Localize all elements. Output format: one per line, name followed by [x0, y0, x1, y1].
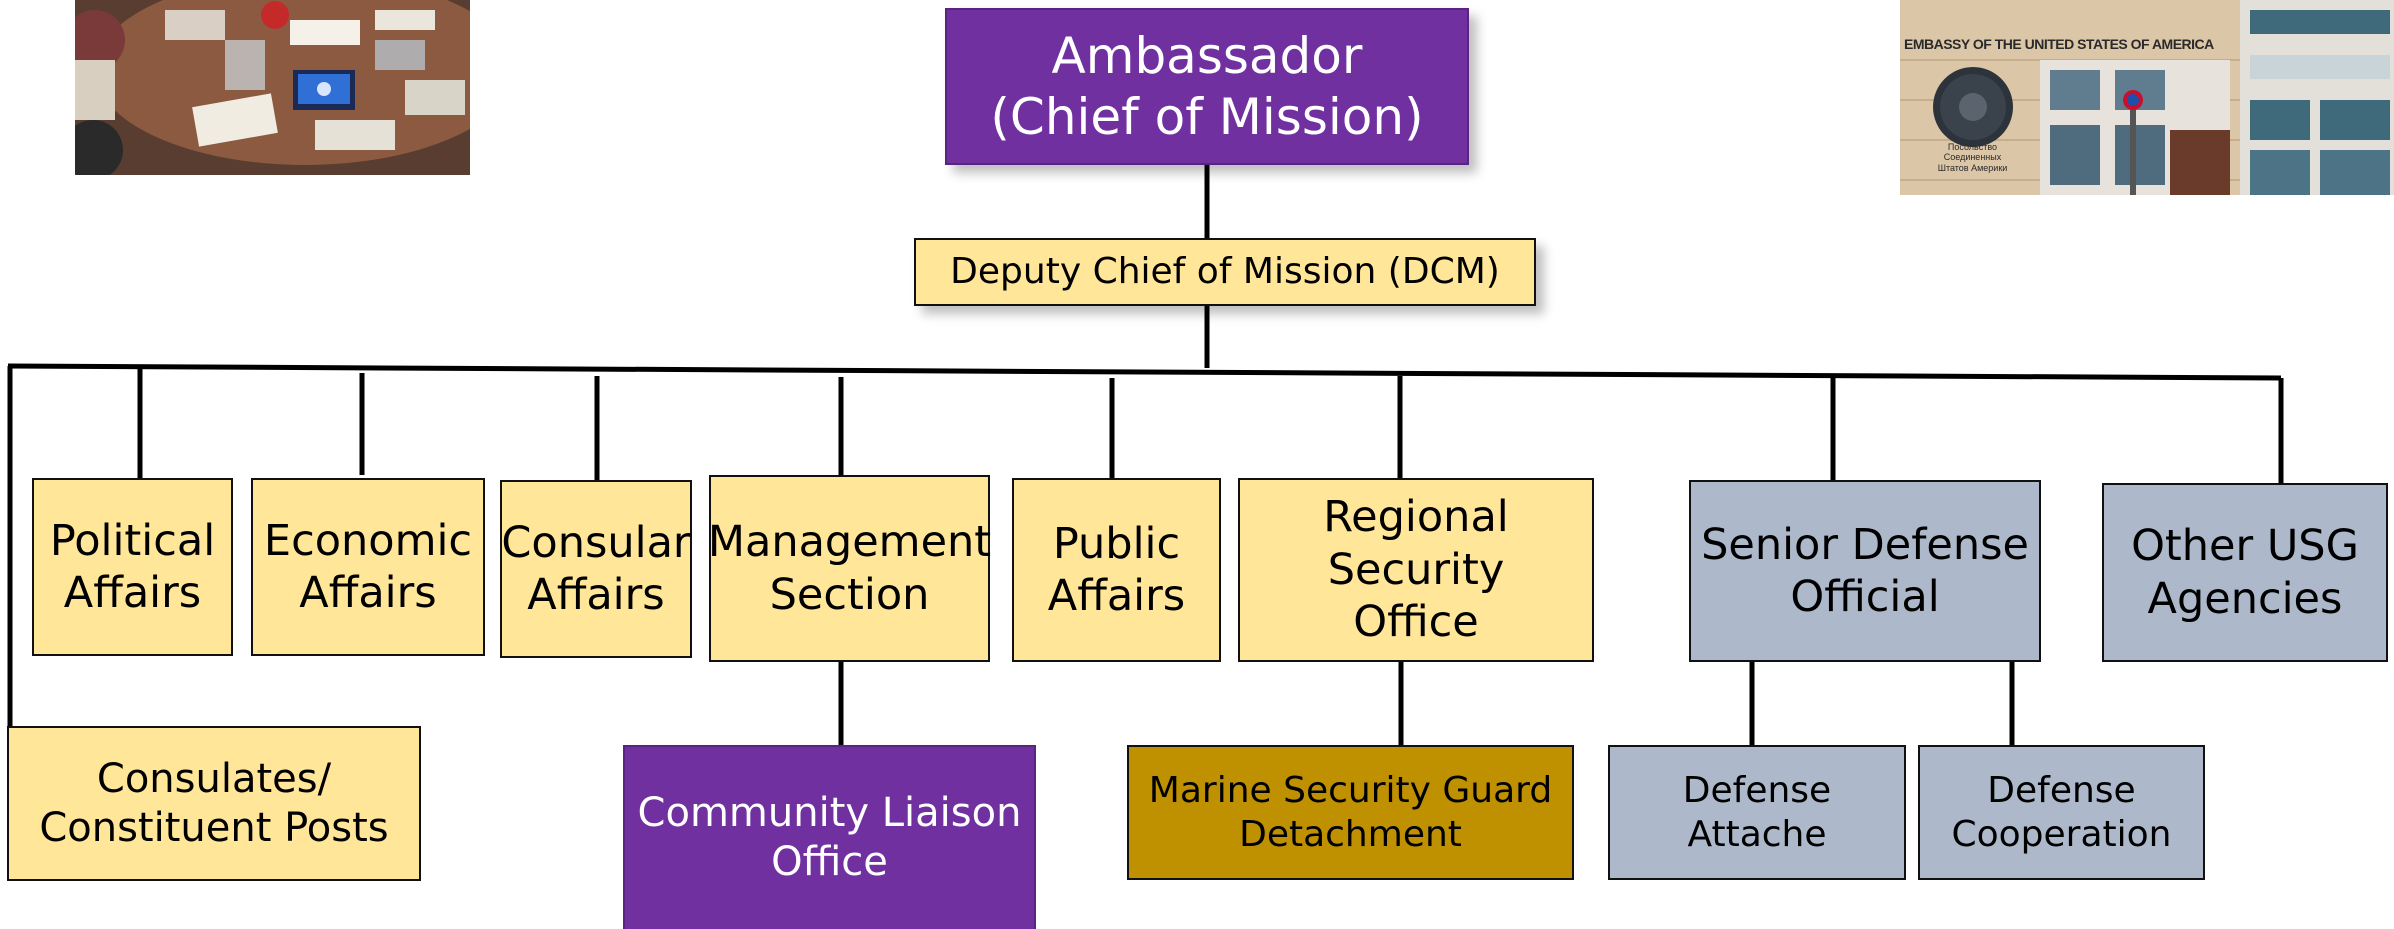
ambassador-box: Ambassador (Chief of Mission) [945, 8, 1469, 165]
marine-security-guard-detachment-box: Marine Security Guard Detachment [1127, 745, 1574, 880]
political-affairs-box: Political Affairs [32, 478, 233, 656]
consular-affairs-box: Consular Affairs [500, 480, 692, 658]
horizontal-bus-line [7, 363, 2282, 381]
other-usg-agencies-box: Other USG Agencies [2102, 483, 2388, 662]
economic-affairs-box: Economic Affairs [251, 478, 485, 656]
regional-security-office-box: Regional Security Office [1238, 478, 1594, 662]
defense-attache-box: Defense Attache [1608, 745, 1906, 880]
embassy-sign-text: EMBASSY OF THE UNITED STATES OF AMERICA [1904, 36, 2214, 52]
meeting-photo [75, 0, 470, 175]
dcm-box: Deputy Chief of Mission (DCM) [914, 238, 1536, 306]
embassy-photo: EMBASSY OF THE UNITED STATES OF AMERICA … [1900, 0, 2394, 195]
embassy-plaque-text: Посольство Соединенных Штатов Америки [1937, 142, 2008, 173]
defense-cooperation-box: Defense Cooperation [1918, 745, 2205, 880]
consulates-constituent-posts-box: Consulates/ Constituent Posts [7, 726, 421, 881]
senior-defense-official-box: Senior Defense Official [1689, 480, 2041, 662]
public-affairs-box: Public Affairs [1012, 478, 1221, 662]
community-liaison-office-box: Community Liaison Office [623, 745, 1036, 929]
management-section-box: Management Section [708, 475, 991, 662]
